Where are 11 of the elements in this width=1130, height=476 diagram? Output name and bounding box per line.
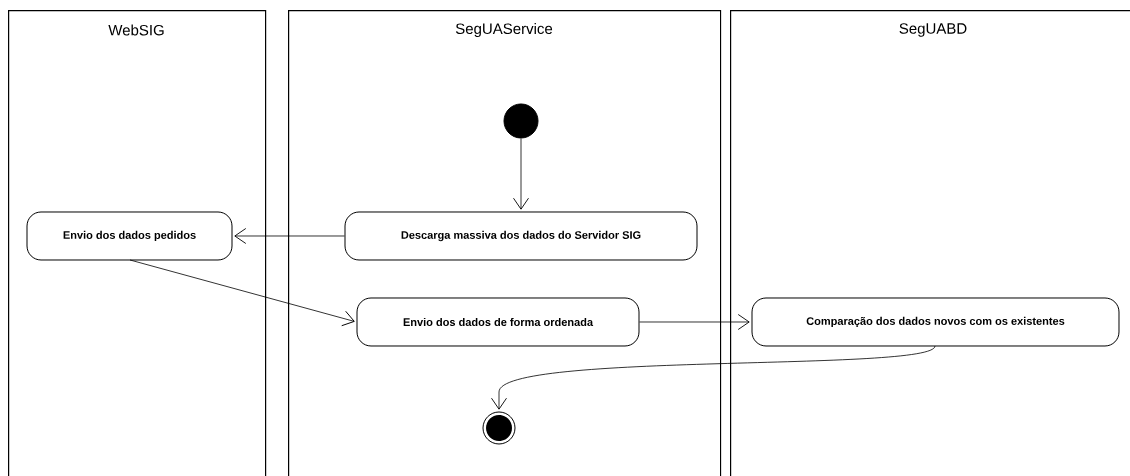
action-box: Descarga massiva dos dados do Servidor SIG [344,211,698,261]
arrow [491,345,936,410]
action-box: Envio dos dados pedidos [26,211,233,261]
end-node [482,411,516,445]
start-node [503,103,539,139]
action-box: Comparação dos dados novos com os existentes [751,297,1120,347]
arrow [234,228,345,244]
action-box: Envio dos dados de forma ordenada [356,297,640,347]
arrow [513,138,529,210]
arrow [129,259,355,327]
arrow [639,314,750,330]
